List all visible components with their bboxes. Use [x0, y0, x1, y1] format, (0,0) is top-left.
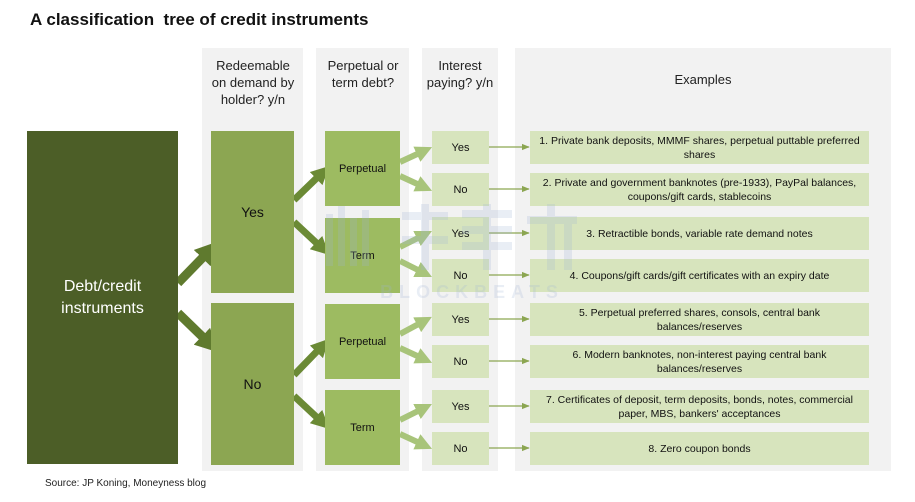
node-interest-4: No	[432, 259, 489, 292]
node-interest-5: Yes	[432, 303, 489, 336]
arrow-l2-7	[398, 403, 433, 423]
node-yes-perpetual: Perpetual	[325, 131, 400, 206]
node-interest-3: Yes	[432, 217, 489, 250]
example-4: 4. Coupons/gift cards/gift certificates …	[530, 259, 869, 292]
root-label: Debt/credit instruments	[61, 277, 144, 317]
arrow-l2-1	[398, 146, 433, 165]
node-redeemable-no: No	[211, 303, 294, 465]
arrow-no-term	[291, 393, 330, 429]
example-1: 1. Private bank deposits, MMMF shares, p…	[530, 131, 869, 164]
arrow-l2-2	[398, 173, 433, 192]
node-interest-7: Yes	[432, 390, 489, 423]
source-note: Source: JP Koning, Moneyness blog	[45, 478, 207, 489]
arrow-root-no	[174, 309, 219, 353]
node-yes-term-label: Term	[350, 250, 374, 262]
arrow-l2-6	[398, 345, 433, 364]
example-6: 6. Modern banknotes, non-interest paying…	[530, 345, 869, 378]
example-3: 3. Retractible bonds, variable rate dema…	[530, 217, 869, 250]
node-interest-6-label: No	[453, 355, 468, 368]
arrow-l2-3	[398, 230, 433, 250]
node-interest-7-label: Yes	[451, 400, 470, 413]
node-interest-5-label: Yes	[451, 313, 470, 326]
node-redeemable-yes: Yes	[211, 131, 294, 293]
header-perpetual: Perpetual or term debt?	[327, 58, 399, 90]
node-interest-3-label: Yes	[451, 227, 470, 240]
header-examples: Examples	[674, 72, 732, 87]
diagram-title: A classification tree of credit instrume…	[30, 10, 369, 29]
arrow-l2-4	[398, 258, 433, 278]
arrow-root-yes	[174, 241, 219, 287]
node-interest-2: No	[432, 173, 489, 206]
node-redeemable-no-label: No	[243, 376, 262, 392]
arrow-l2-5	[398, 316, 432, 337]
arrow-yes-perpetual	[291, 165, 330, 203]
node-interest-8-label: No	[453, 442, 468, 455]
root-node: Debt/credit instruments	[27, 131, 178, 464]
example-2: 2. Private and government banknotes (pre…	[530, 173, 869, 206]
arrow-l2-8	[398, 431, 433, 450]
node-interest-1-label: Yes	[451, 141, 470, 154]
blockbeats-watermark-logo: BLOCKBEATS	[326, 204, 577, 302]
node-no-term-label: Term	[350, 421, 375, 434]
node-interest-1: Yes	[432, 131, 489, 164]
arrow-no-perpetual	[291, 338, 330, 378]
example-7: 7. Certificates of deposit, term deposit…	[530, 390, 869, 423]
header-redeemable: Redeemable on demand by holder? y/n	[211, 58, 295, 107]
example-5: 5. Perpetual preferred shares, consols, …	[530, 303, 869, 336]
node-no-perpetual-label: Perpetual	[338, 335, 387, 348]
node-interest-4-label: No	[453, 269, 468, 282]
node-redeemable-yes-label: Yes	[241, 204, 264, 220]
node-no-perpetual: Perpetual	[325, 304, 400, 379]
node-interest-2-label: No	[453, 183, 468, 196]
watermark-text: BLOCKBEATS	[380, 282, 564, 302]
node-no-term: Term	[325, 390, 400, 465]
node-interest-6: No	[432, 345, 489, 378]
node-yes-perpetual-label: Perpetual	[338, 162, 387, 175]
node-yes-term: Term	[325, 218, 400, 293]
node-interest-8: No	[432, 432, 489, 465]
arrow-yes-term	[291, 219, 330, 255]
example-8: 8. Zero coupon bonds	[530, 432, 869, 465]
header-interest: Interest paying? y/n	[426, 58, 494, 90]
